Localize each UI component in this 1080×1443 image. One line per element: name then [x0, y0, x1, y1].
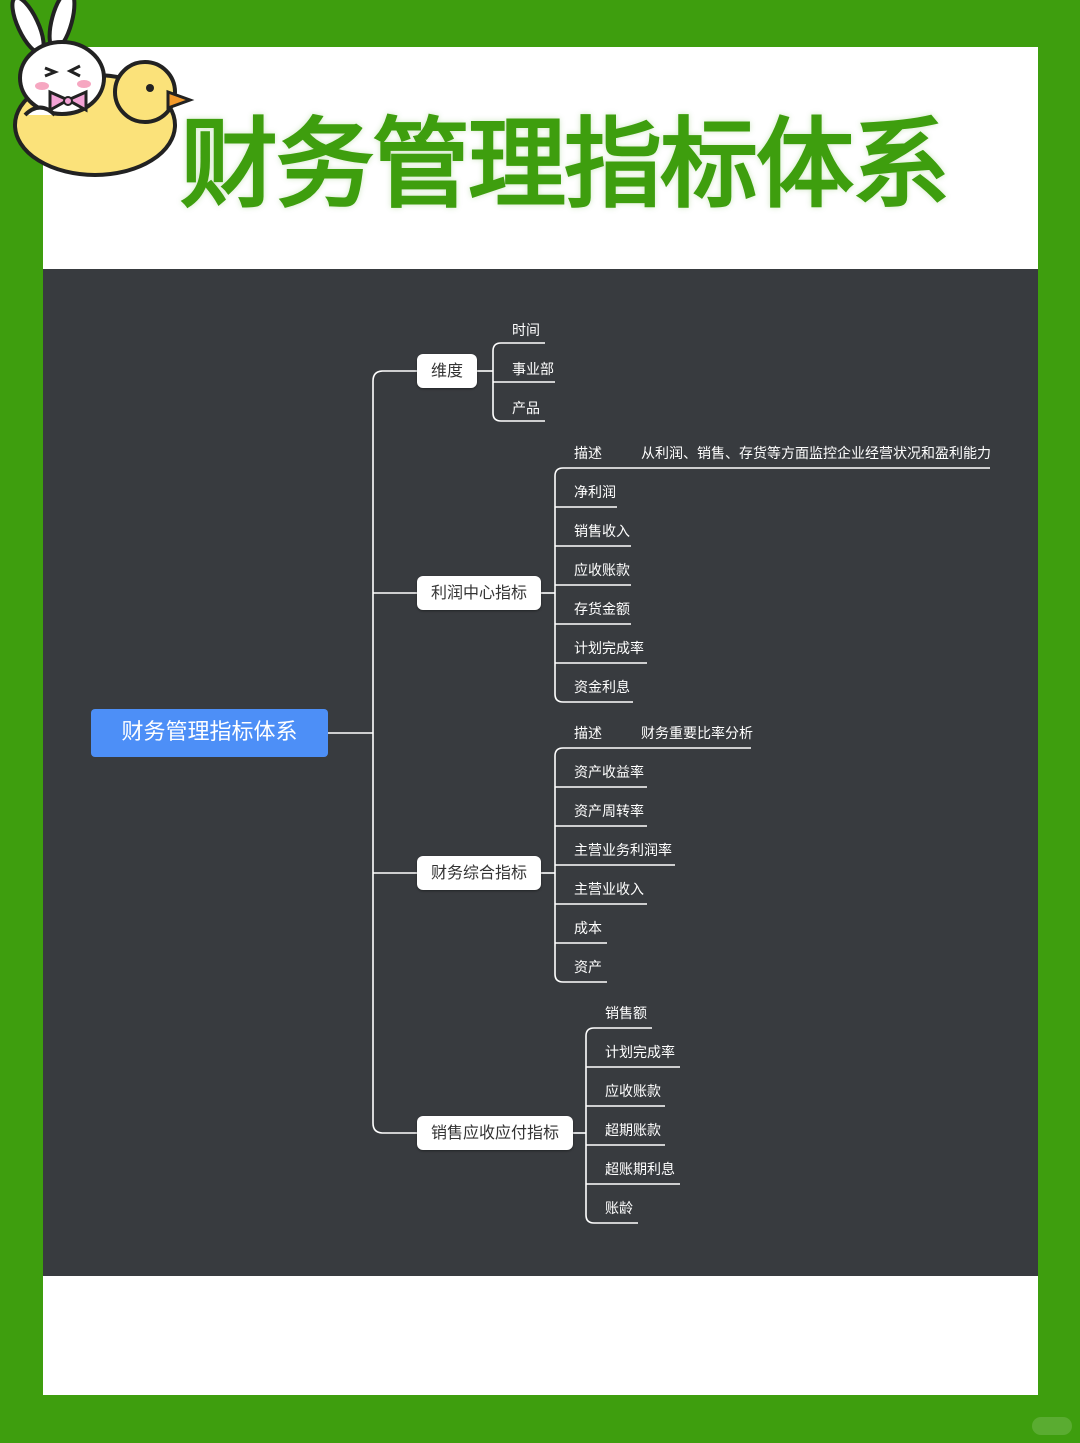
leaf-overdue-interest: 超账期利息: [605, 1162, 675, 1178]
leaf-plan-completion-rate: 计划完成率: [574, 641, 644, 657]
branch-connector: [372, 370, 417, 382]
bunny-on-duck-icon: [10, 0, 195, 177]
sales-receivables-leaf-underline: [585, 1027, 652, 1037]
watermark-badge: [1032, 1417, 1072, 1435]
financial-composite-leaf-underline: [554, 747, 751, 757]
leaf-asset-turnover: 资产周转率: [574, 804, 644, 820]
leaf-cost: 成本: [574, 921, 602, 937]
leaf-plan-completion-rate: 计划完成率: [605, 1045, 675, 1061]
branch-node-profit-center: 利润中心指标: [417, 576, 542, 610]
mindmap-root-node: 财务管理指标体系: [91, 709, 328, 757]
dimension-leaf-underline: [492, 412, 545, 422]
leaf-inventory-amount: 存货金额: [574, 602, 630, 618]
leaf-overdue-accounts: 超期账款: [605, 1123, 661, 1139]
page-title: 财务管理指标体系: [180, 108, 950, 222]
leaf-main-business-revenue: 主营业收入: [574, 882, 644, 898]
leaf-description-label: 描述: [574, 726, 602, 742]
leaf-assets: 资产: [574, 960, 602, 976]
leaf-account-aging: 账龄: [605, 1201, 633, 1217]
leaf-net-profit: 净利润: [574, 485, 616, 501]
profit-center-leaf-underline: [554, 467, 990, 477]
branch-connector: [372, 1122, 417, 1134]
leaf-description-text: 从利润、销售、存货等方面监控企业经营状况和盈利能力: [641, 446, 991, 462]
branch-node-sales-receivables-payables: 销售应收应付指标: [417, 1116, 574, 1150]
branch-node-financial-composite: 财务综合指标: [417, 856, 542, 890]
dimension-leaf-underline: [492, 342, 545, 352]
profit-center-leaf-underline: [554, 693, 633, 703]
leaf-accounts-receivable: 应收账款: [605, 1084, 661, 1100]
leaf-description-label: 描述: [574, 446, 602, 462]
mindmap-connectors: [328, 342, 990, 1224]
leaf-sales-amount: 销售额: [605, 1006, 647, 1022]
sales-receivables-leaf-underline: [585, 1214, 638, 1224]
leaf-main-business-margin: 主营业务利润率: [574, 843, 672, 859]
leaf-division: 事业部: [512, 362, 554, 378]
branch-node-dimension: 维度: [417, 354, 478, 388]
leaf-description-text: 财务重要比率分析: [641, 726, 753, 742]
leaf-sales-revenue: 销售收入: [574, 524, 630, 540]
leaf-capital-interest: 资金利息: [574, 680, 630, 696]
financial-composite-leaf-underline: [554, 973, 607, 983]
leaf-time: 时间: [512, 323, 540, 339]
leaf-product: 产品: [512, 401, 540, 417]
leaf-return-on-assets: 资产收益率: [574, 765, 644, 781]
leaf-accounts-receivable: 应收账款: [574, 563, 630, 579]
mindmap-diagram: 财务管理指标体系 维度 时间 事业部 产品 利润中心指标 描述 从利润、销售、存…: [43, 269, 1038, 1276]
